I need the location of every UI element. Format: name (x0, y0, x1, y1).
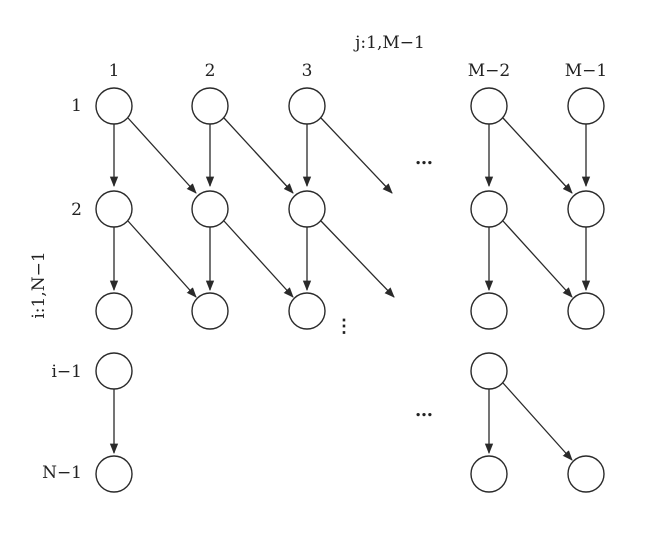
horizontal-ellipsis-bottom: … (415, 400, 433, 421)
node-r3-cm2 (470, 292, 508, 330)
node-rn1-c1 (95, 455, 133, 493)
edge-ri1cm2-rn1cm1 (502, 382, 573, 461)
edge-r1cm2-r2cm1 (502, 117, 573, 194)
node-ri1-cm2 (470, 352, 508, 390)
node-r1-c1 (95, 87, 133, 125)
edges (109, 117, 591, 461)
column-label-3: 3 (302, 61, 313, 81)
node-r1-c2 (191, 87, 229, 125)
node-ri1-c1 (95, 352, 133, 390)
column-label-2: 2 (205, 61, 216, 81)
column-label-1: 1 (109, 61, 120, 81)
column-label-m-minus-1: M−1 (565, 61, 607, 81)
node-r1-cm1 (567, 87, 605, 125)
node-rn1-cm2 (470, 455, 508, 493)
row-label-n-minus-1: N−1 (42, 463, 82, 483)
horizontal-ellipsis-top: … (415, 148, 433, 169)
node-r1-cm2 (470, 87, 508, 125)
edge-r2cm2-r3cm1 (502, 220, 573, 298)
row-label-2: 2 (71, 200, 82, 220)
edge-r1c2-r2c3 (223, 117, 294, 194)
node-r3-c2 (191, 292, 229, 330)
node-r2-c1 (95, 190, 133, 228)
row-index-label: i:1,N−1 (29, 251, 49, 318)
node-r2-c2 (191, 190, 229, 228)
column-label-m-minus-2: M−2 (468, 61, 510, 81)
node-r3-c1 (95, 292, 133, 330)
nodes (95, 87, 605, 493)
node-r2-c3 (288, 190, 326, 228)
node-rn1-cm1 (567, 455, 605, 493)
edge-r1c1-r2c2 (127, 117, 197, 194)
node-r1-c3 (288, 87, 326, 125)
node-r2-cm1 (567, 190, 605, 228)
node-r3-cm1 (567, 292, 605, 330)
edge-r2c3-continuation (320, 220, 395, 298)
edge-r2c1-r3c2 (127, 220, 197, 298)
column-index-label: j:1,M−1 (353, 33, 425, 53)
vertical-ellipsis: ⋮ (335, 316, 353, 337)
row-label-1: 1 (71, 96, 82, 116)
row-label-i-minus-1: i−1 (52, 362, 83, 382)
node-r2-cm2 (470, 190, 508, 228)
node-r3-c3 (288, 292, 326, 330)
edge-r2c2-r3c3 (223, 220, 294, 298)
edge-r1c3-continuation (320, 117, 393, 194)
